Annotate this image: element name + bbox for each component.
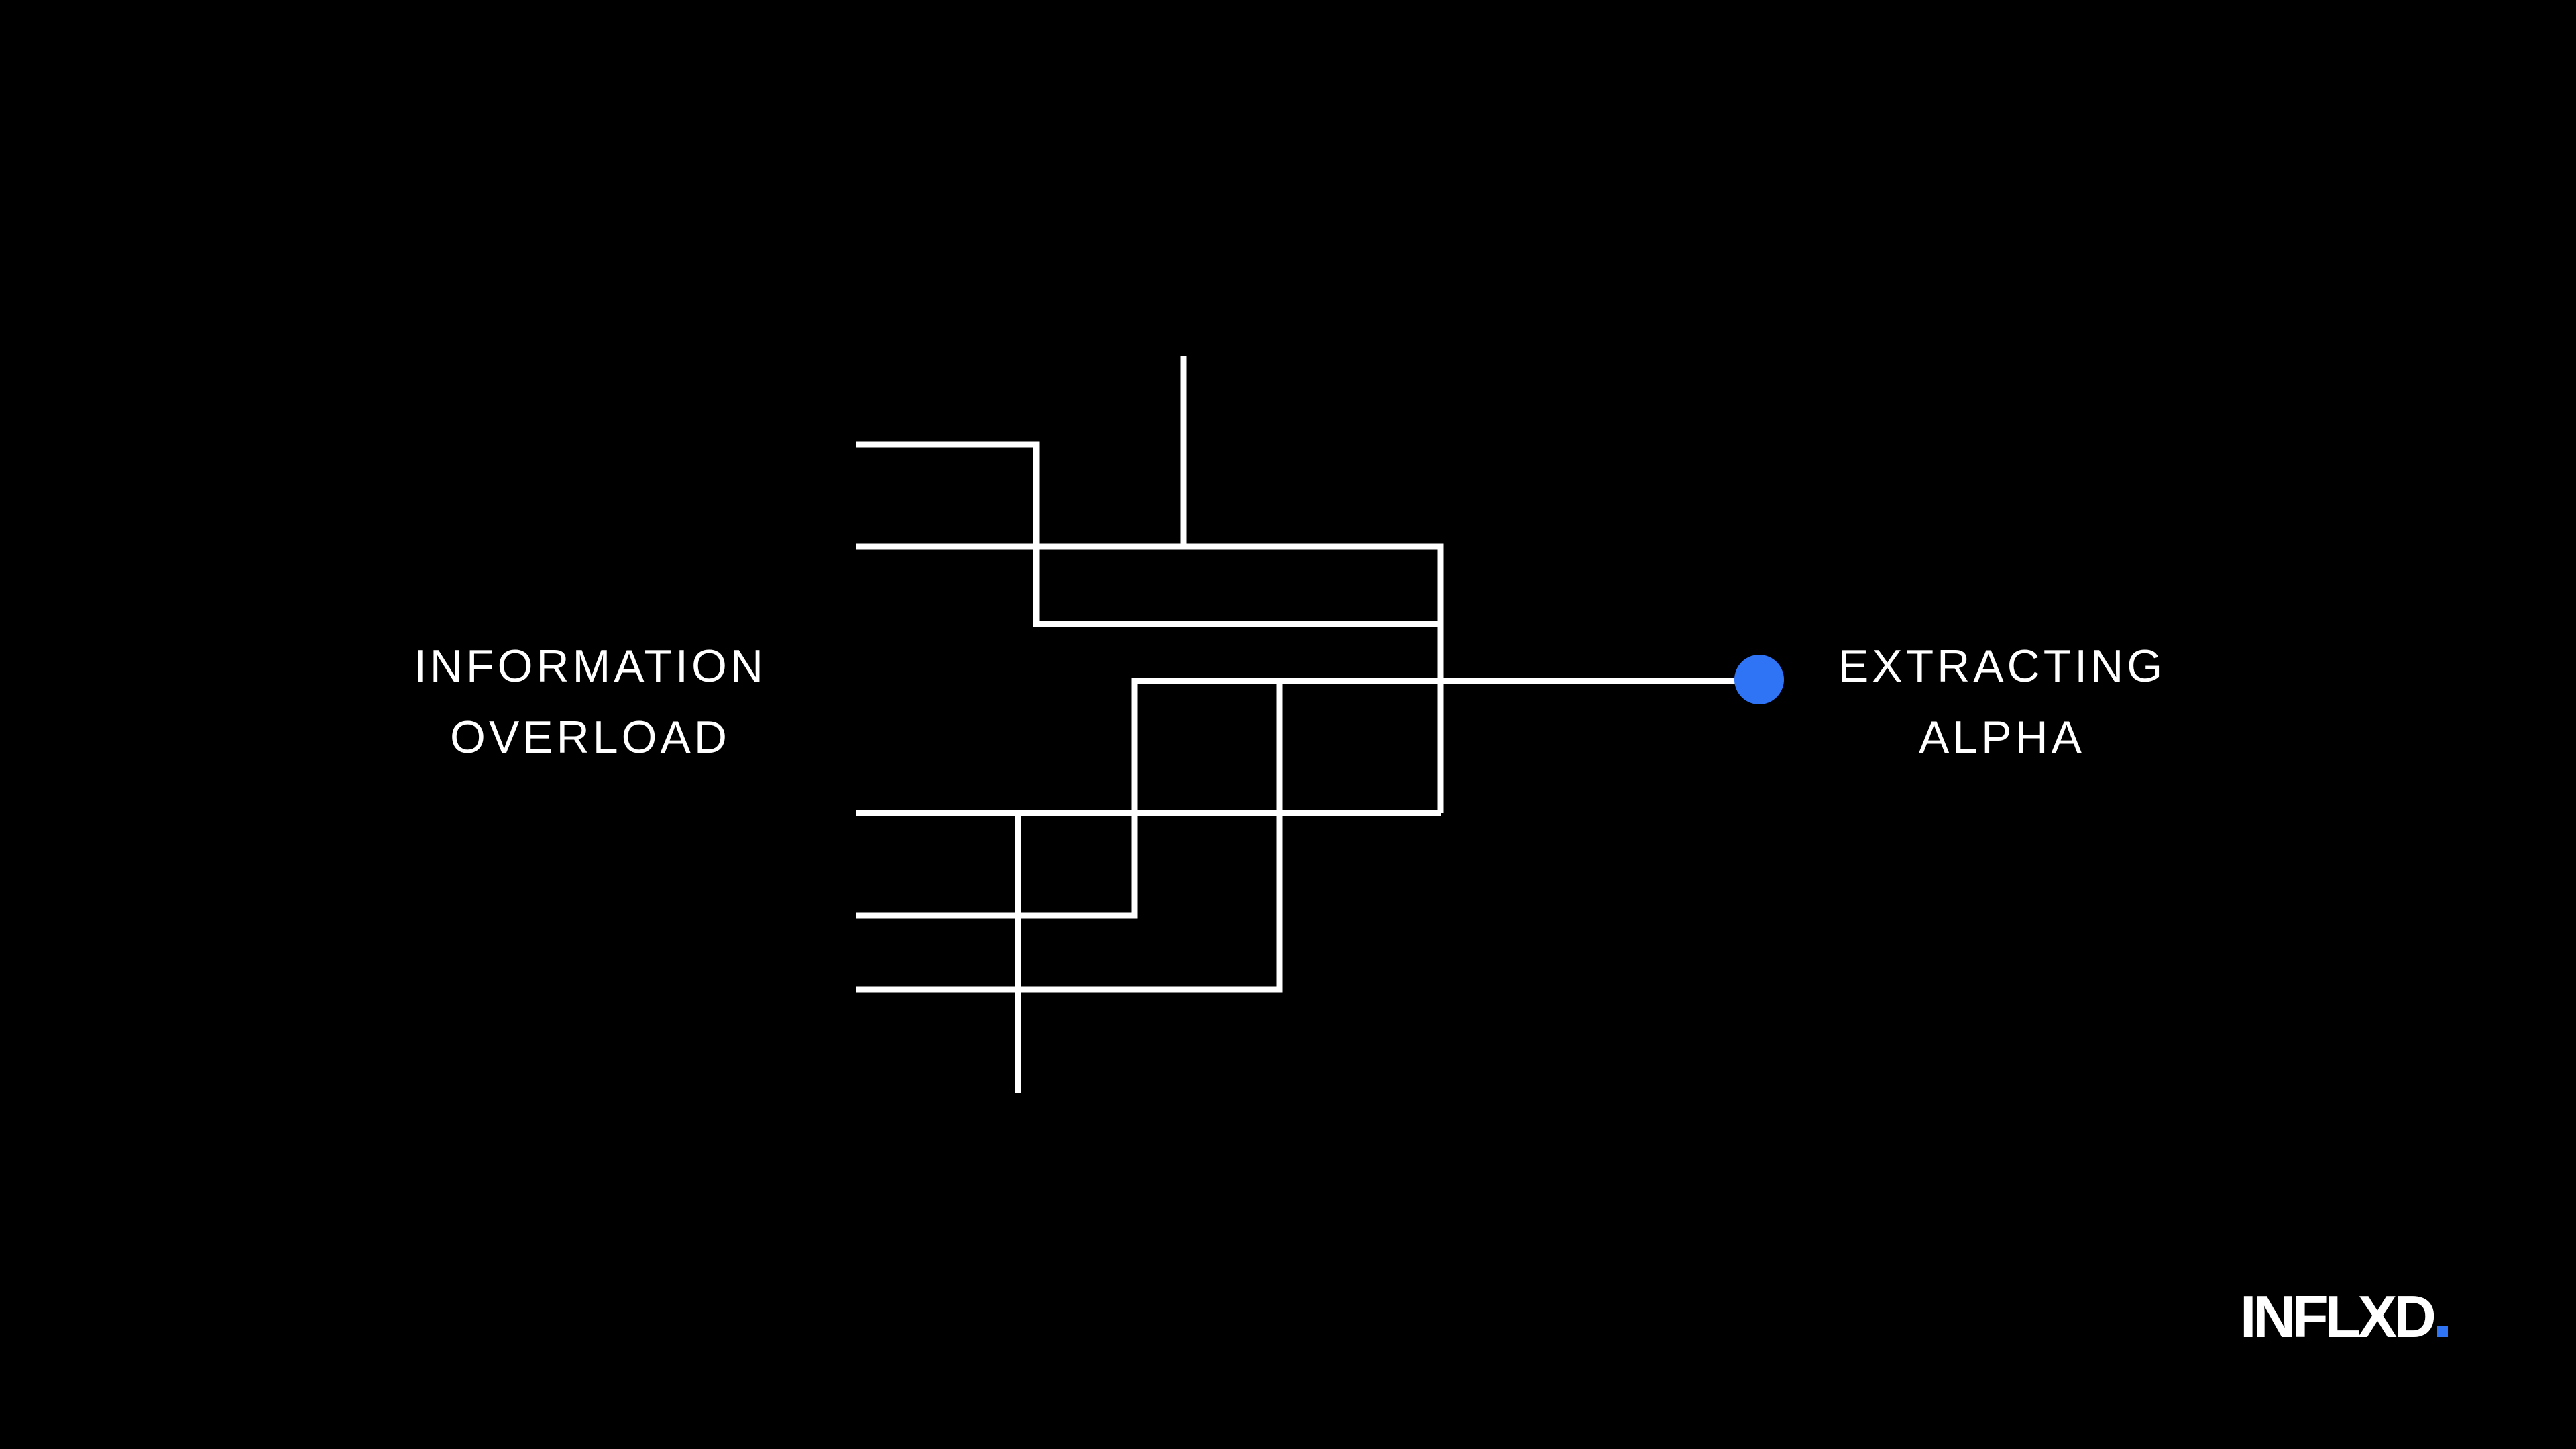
left-label-line1: INFORMATION [414,641,767,692]
right-label: EXTRACTING ALPHA [1734,631,2270,773]
input-line-2 [856,543,1444,813]
brand-logo-dot [2437,1326,2448,1337]
brand-logo: INFLXD [2240,1287,2448,1347]
brand-logo-text: INFLXD [2240,1283,2437,1350]
right-label-line2: ALPHA [1919,712,2085,763]
input-line-4 [856,678,1441,919]
input-line-5 [856,681,1283,993]
left-label-line2: OVERLOAD [450,712,730,763]
right-label-line1: EXTRACTING [1838,641,2166,692]
input-line-1 [856,441,1441,627]
output-node [1734,655,1784,704]
left-label: INFORMATION OVERLOAD [322,631,858,773]
